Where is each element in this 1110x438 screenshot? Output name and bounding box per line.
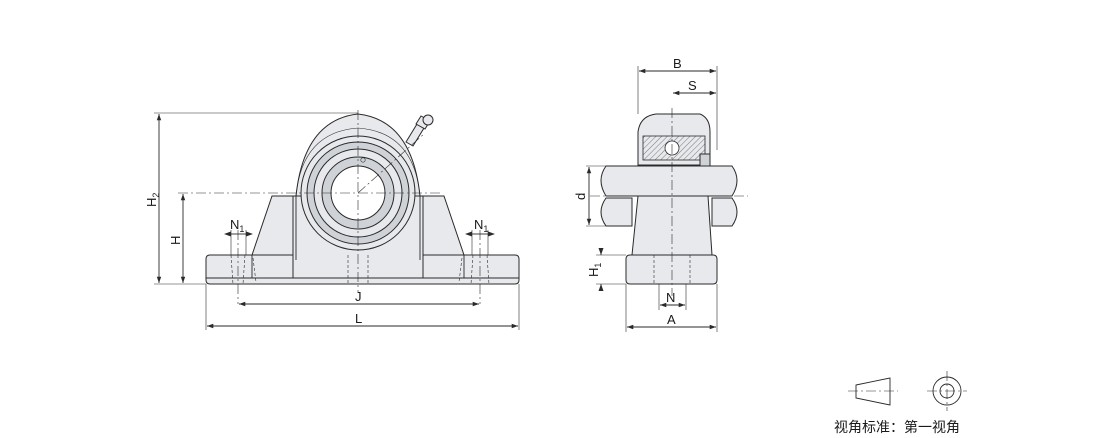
shaft bbox=[600, 165, 738, 197]
n1-right-arrow-b bbox=[488, 231, 495, 237]
set-screw bbox=[360, 157, 366, 163]
h2-label: H2 bbox=[144, 193, 161, 207]
h1-arrow-top bbox=[598, 248, 604, 255]
side-base bbox=[625, 254, 718, 285]
n1-right-arrow-a bbox=[465, 231, 472, 237]
shaft-lower bbox=[600, 197, 633, 227]
d-label: d bbox=[573, 193, 588, 200]
nipple-axis bbox=[357, 132, 426, 194]
shaft-lower-right bbox=[711, 197, 738, 227]
j-label: J bbox=[355, 289, 362, 304]
a-label: A bbox=[667, 312, 676, 327]
locking-collar bbox=[699, 153, 711, 167]
b-label: B bbox=[673, 56, 682, 71]
first-angle-projection-symbol bbox=[848, 371, 967, 411]
h1-label: H1 bbox=[586, 263, 603, 277]
grease-nipple bbox=[405, 114, 434, 147]
s-label: S bbox=[688, 78, 697, 93]
l-label: L bbox=[355, 311, 362, 326]
projection-caption: 视角标准：第一视角 bbox=[834, 420, 960, 436]
bolt-holes-hidden bbox=[230, 254, 490, 285]
h-label: H bbox=[168, 236, 183, 245]
truncated-cone-icon bbox=[855, 377, 891, 406]
n1-left-arrow-a bbox=[224, 231, 231, 237]
h1-arrow-bottom bbox=[598, 284, 604, 291]
front-view: H2 H N1 N1 J L bbox=[144, 110, 520, 330]
n-label: N bbox=[666, 290, 675, 305]
n1-left-label: N1 bbox=[230, 217, 244, 234]
side-view: B S d H1 N A bbox=[573, 56, 748, 332]
n1-right-label: N1 bbox=[474, 217, 488, 234]
n1-left-arrow-b bbox=[246, 231, 253, 237]
